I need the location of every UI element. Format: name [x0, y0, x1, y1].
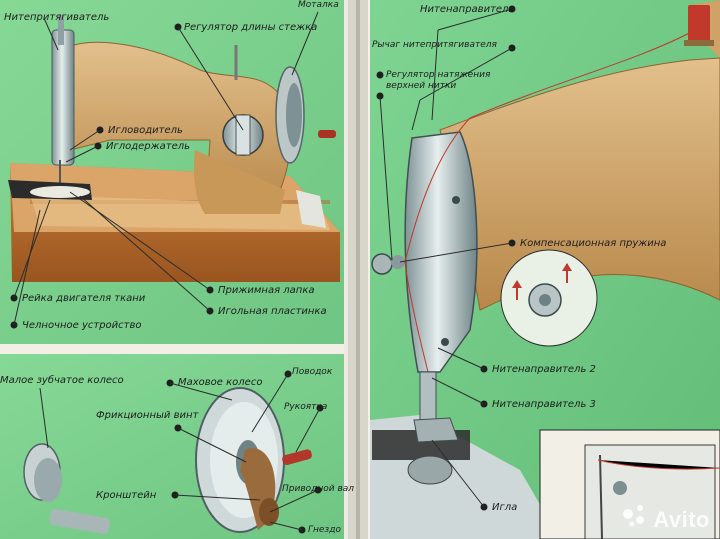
label-podvod: Поводок [292, 367, 333, 377]
label-gnezdo: Гнездо [308, 525, 341, 535]
label-regulator-dliny: Регулятор длины стежка [184, 22, 318, 33]
label-igolnaya: Игольная пластинка [218, 306, 327, 317]
label-regulator-natyazh-2: верхней нитки [386, 81, 457, 91]
label-nitenapr2: Нитенаправитель 2 [492, 364, 596, 375]
label-reika: Рейка двигателя ткани [22, 293, 146, 304]
label-iglovoditel: Игловодитель [108, 125, 183, 136]
label-frikc: Фрикционный винт [96, 410, 199, 421]
watermark: Avito [653, 507, 710, 532]
label-igla: Игла [492, 502, 518, 513]
label-rukoyatka: Рукоятка [284, 402, 328, 412]
label-nitenapr3: Нитенаправитель 3 [492, 399, 596, 410]
label-kompens: Компенсационная пружина [520, 238, 667, 249]
label-regulator-natyazh-1: Регулятор натяжения [386, 70, 491, 80]
label-prizhimnaya: Прижимная лапка [218, 285, 315, 296]
label-igloderzhatel: Иглодержатель [106, 141, 191, 152]
label-kronshtein: Кронштейн [96, 490, 157, 501]
label-matalka: Моталка [298, 0, 339, 10]
label-nitenapr: Нитенаправитель [420, 4, 515, 15]
label-chelnoe: Челночное устройство [22, 320, 142, 331]
label-malo-zubch: Малое зубчатое колесо [0, 375, 124, 386]
label-nitepritjagivatel: Нитепритягиватель [4, 12, 110, 23]
label-privodnoi: Приводной вал [282, 484, 355, 494]
label-makhovoe: Маховое колесо [178, 377, 263, 388]
label-rychag: Рычаг нитепритягивателя [372, 40, 497, 50]
